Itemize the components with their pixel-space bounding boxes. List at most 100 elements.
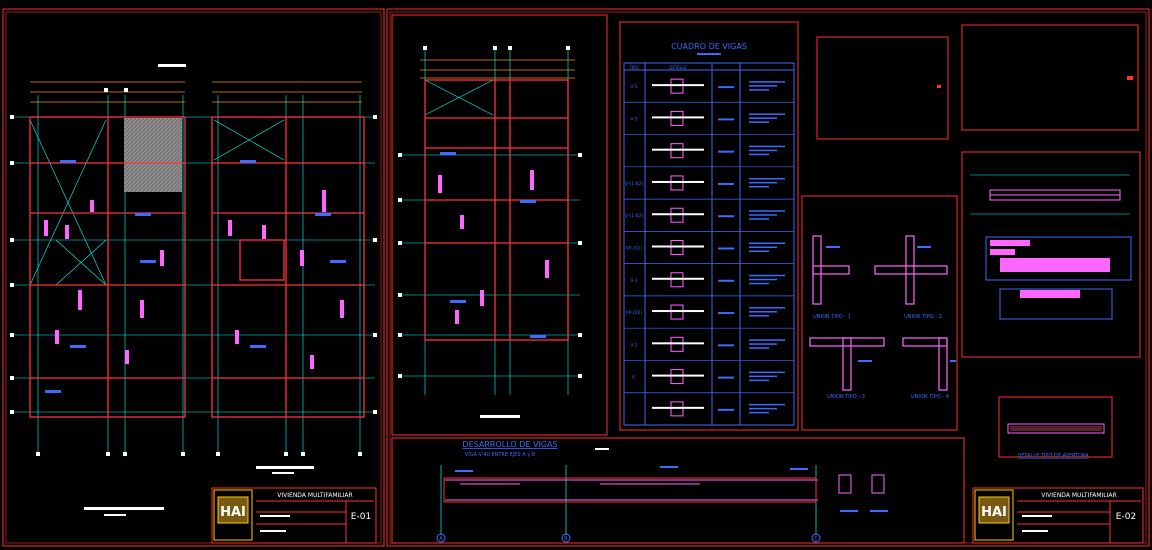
beam-slab-line — [652, 213, 704, 216]
floor-plan-1 — [10, 64, 195, 516]
beam-stirrup-note — [749, 121, 769, 123]
beam-slab-line — [652, 277, 704, 280]
beam-stirrup-note — [749, 145, 785, 148]
beam-slab-line — [652, 148, 704, 151]
axis-marker-label: C — [814, 536, 818, 542]
beam-stirrup-note — [749, 113, 785, 115]
axis-marker-label: B — [564, 536, 568, 542]
beam-rebar-note — [718, 182, 734, 185]
beam-stirrup-note — [749, 218, 769, 220]
beam-rebar-note — [718, 344, 734, 347]
beam-type-label: V-2 — [630, 342, 637, 348]
beam-stirrup-note — [749, 85, 777, 87]
opening-detail — [998, 396, 1113, 458]
floor-plan-2 — [195, 81, 377, 474]
beam-stirrup-note — [749, 242, 785, 244]
sheet2-inner-border — [389, 11, 1147, 544]
empty-frame-2 — [961, 24, 1139, 131]
beam-stirrup-note — [749, 403, 785, 406]
beam-detail-panel — [961, 151, 1141, 358]
beam-stirrup-note — [749, 407, 777, 410]
beam-type-label: V-1 — [630, 278, 637, 284]
beam-slab-line — [652, 245, 704, 248]
beam-stirrup-note — [749, 339, 785, 341]
beam-stirrup-note — [749, 250, 769, 252]
beam-stirrup-note — [749, 153, 769, 156]
sheet1-border — [2, 8, 385, 547]
beam-type-label: V-S — [630, 84, 637, 90]
beam-rebar-note — [718, 215, 734, 218]
beam-rebar-note — [718, 376, 734, 379]
beam-stirrup-note — [749, 246, 777, 248]
beam-development: A B C — [391, 437, 965, 544]
beam-stirrup-note — [749, 81, 785, 83]
beam-stirrup-note — [749, 214, 777, 216]
beam-slab-line — [652, 406, 704, 409]
structural-plan — [391, 14, 608, 436]
beam-development-title: DESARROLLO DE VIGAS — [462, 440, 557, 449]
beam-stirrup-note — [749, 375, 777, 378]
sheet-number-e01: E-01 — [351, 512, 371, 522]
beam-rebar-note — [718, 118, 734, 121]
beam-stirrup-note — [749, 371, 785, 374]
beam-stirrup-note — [749, 315, 769, 317]
beam-type-label: VP-(02) — [626, 310, 643, 316]
beam-stirrup-note — [749, 149, 777, 152]
sheet1-inner-border — [5, 11, 382, 544]
logo-e02: HAI — [981, 505, 1007, 520]
beam-type-label: V-(1-02) — [625, 213, 643, 219]
axis-marker — [811, 533, 821, 543]
project-name-e02: VIVIENDA MULTIFAMILIAR — [1041, 492, 1116, 499]
beam-rebar-note — [718, 408, 734, 411]
beam-stirrup-note — [749, 177, 785, 180]
beam-stirrup-note — [749, 307, 785, 309]
beam-rebar-note — [718, 86, 734, 89]
beam-type-label: VP-(01) — [626, 246, 643, 252]
beam-stirrup-note — [749, 343, 777, 345]
union-label-3: UNION TIPO - 3 — [827, 394, 865, 400]
beam-stirrup-note — [749, 185, 769, 188]
beam-table-header-type: TIPO — [628, 65, 638, 70]
beam-slab-line — [652, 310, 704, 313]
beam-slab-line — [652, 84, 704, 87]
beam-stirrup-note — [749, 89, 769, 91]
beam-stirrup-note — [749, 117, 777, 119]
beam-rebar-note — [718, 150, 734, 153]
beam-rebar-note — [718, 279, 734, 282]
beam-table-title: CUADRO DE VIGAS — [671, 42, 747, 51]
beam-stirrup-note — [749, 278, 777, 281]
sheet2-border — [386, 8, 1150, 547]
empty-frame-1 — [816, 36, 949, 140]
beam-type-label: V- — [632, 375, 637, 381]
beam-stirrup-note — [749, 411, 769, 414]
beam-stirrup-note — [749, 282, 769, 285]
beam-stirrup-note — [749, 379, 769, 382]
sheet-number-e02: E-02 — [1116, 512, 1136, 522]
beam-stirrup-note — [749, 347, 769, 349]
axis-marker — [561, 533, 571, 543]
beam-development-subtitle: VIGA V-40 ENTRE EJES A y B — [465, 452, 536, 458]
beam-stirrup-note — [749, 274, 785, 277]
union-label-4: UNION TIPO - 4 — [911, 394, 949, 400]
title-block-e02 — [972, 487, 1144, 544]
beam-stirrup-note — [749, 210, 785, 212]
logo-e01: HAI — [220, 505, 246, 520]
beam-rebar-note — [718, 312, 734, 315]
beam-slab-line — [652, 180, 704, 183]
beam-slab-line — [652, 116, 704, 119]
beam-stirrup-note — [749, 311, 777, 313]
title-block-e01 — [211, 487, 377, 544]
union-label-1: UNION TIPO - 1 — [813, 314, 851, 320]
beam-slab-line — [652, 374, 704, 377]
beam-rebar-note — [718, 247, 734, 250]
axis-marker-label: A — [439, 536, 443, 542]
beam-stirrup-note — [749, 181, 777, 184]
project-name-e01: VIVIENDA MULTIFAMILIAR — [277, 492, 352, 499]
beam-slab-line — [652, 342, 704, 345]
axis-marker — [436, 533, 446, 543]
beam-table: V-SV-SV-(1-02)V-(1-02)VP-(01)V-1VP-(02)V… — [619, 21, 799, 431]
beam-type-label: V-(1-02) — [625, 181, 643, 187]
opening-detail-label: DETALLE TIPO DE AVERTURA — [1017, 453, 1089, 459]
union-label-2: UNION TIPO - 2 — [904, 314, 942, 320]
